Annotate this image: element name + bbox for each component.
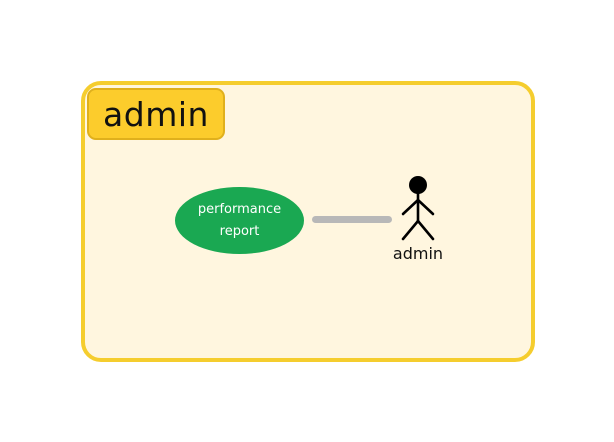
actor-head — [409, 176, 427, 194]
actor-leg-right — [416, 219, 435, 241]
actor-arm-left — [401, 198, 420, 216]
association-line — [312, 216, 392, 223]
use-case-label-line-2: report — [219, 223, 260, 239]
actor-leg-left — [401, 219, 420, 241]
stick-figure-actor-icon[interactable] — [398, 174, 438, 244]
use-case-label-line-1: performance — [197, 201, 282, 217]
system-boundary-label: admin — [87, 88, 225, 140]
actor-label: admin — [392, 244, 444, 263]
use-case-performance-report[interactable]: performance report — [175, 187, 304, 254]
actor-arm-right — [416, 198, 435, 216]
